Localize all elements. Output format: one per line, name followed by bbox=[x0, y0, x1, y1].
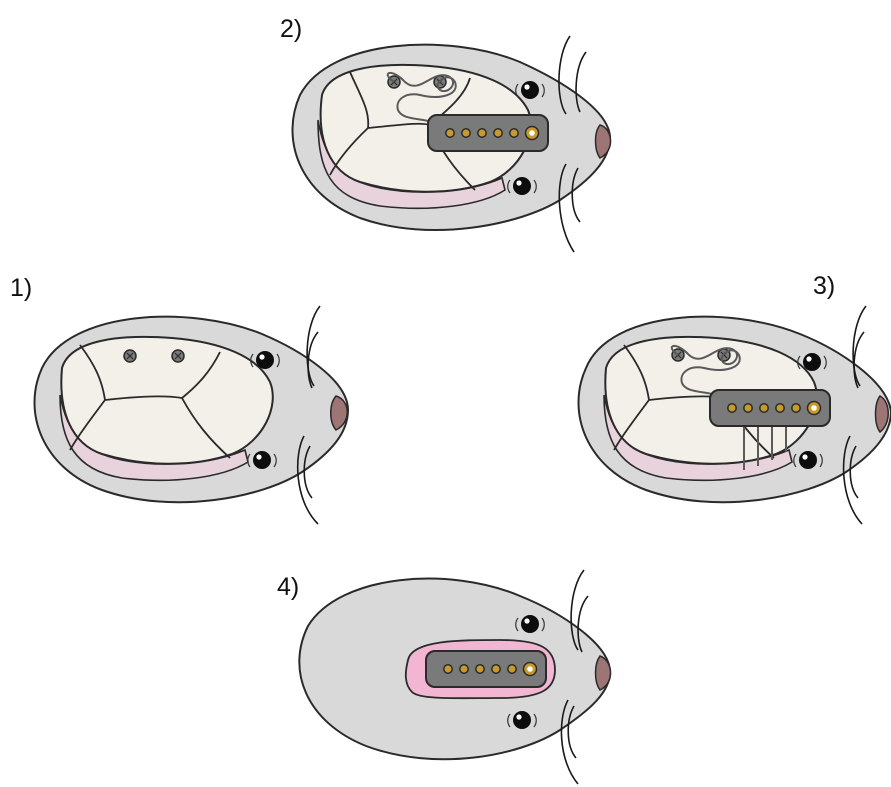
mouse-step-2 bbox=[293, 36, 611, 252]
screw-icon bbox=[172, 350, 184, 362]
skull-1 bbox=[61, 337, 272, 464]
mouse-step-4 bbox=[299, 570, 610, 784]
connector-icon bbox=[710, 390, 830, 426]
connector-icon bbox=[428, 115, 548, 151]
screw-icon bbox=[124, 350, 136, 362]
mouse-step-1 bbox=[35, 306, 349, 524]
mouse-step-3 bbox=[579, 306, 891, 524]
connector-icon bbox=[426, 651, 546, 687]
